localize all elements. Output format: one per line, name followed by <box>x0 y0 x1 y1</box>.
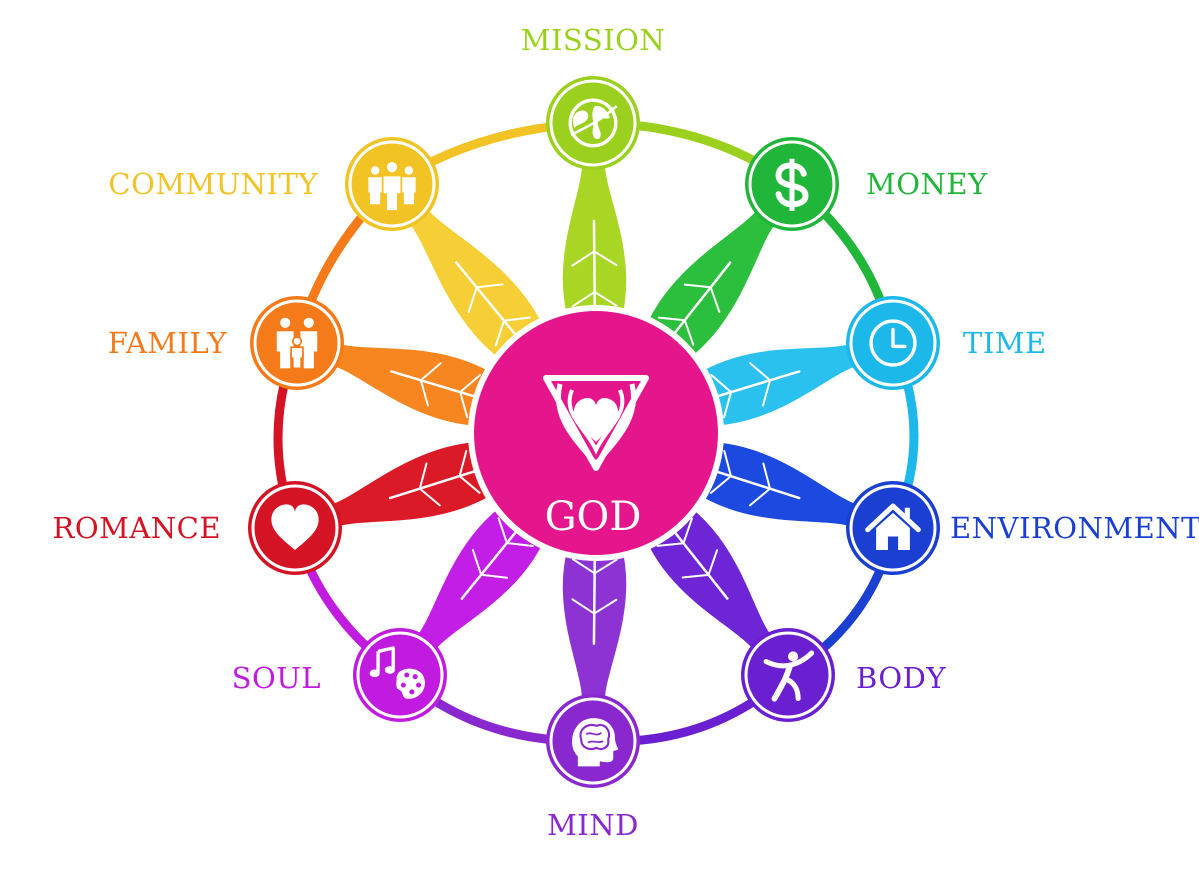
node-money[interactable] <box>745 137 839 231</box>
node-inner-ring <box>348 140 436 228</box>
petal-vein-branch <box>419 362 442 382</box>
node-layer: MISSION MONEY TIME ENVIRONMENT BODY MIND SOUL R… <box>53 23 1199 842</box>
node-romance[interactable] <box>248 481 342 575</box>
petal-vein-branch <box>709 286 721 313</box>
node-family[interactable] <box>250 296 344 390</box>
petal-vein-branch <box>709 475 732 494</box>
petal-vein-branch <box>419 379 429 407</box>
petal-vein-branch <box>762 379 772 407</box>
petal-vein-branch <box>593 250 618 267</box>
label-soul: SOUL <box>232 661 321 695</box>
node-community[interactable] <box>345 137 439 231</box>
petal-vein-branch <box>458 475 481 494</box>
petal-vein-branch <box>657 316 686 322</box>
petal-vein-branch <box>683 283 712 289</box>
label-body: BODY <box>856 661 946 695</box>
petal-vein-branch <box>459 391 469 419</box>
petal-vein-branch <box>571 558 596 575</box>
petal-vein-branch <box>571 250 596 267</box>
petal-vein-branch <box>749 362 772 382</box>
petal-vein-branch <box>710 374 733 394</box>
node-inner-ring <box>849 484 937 572</box>
label-environment: ENVIRONMENT <box>950 511 1199 545</box>
petal-vein-branch <box>593 598 618 615</box>
petal-vein-branch <box>505 541 534 547</box>
label-mind: MIND <box>547 808 639 842</box>
label-community: COMMUNITY <box>108 167 318 201</box>
node-inner-ring <box>549 697 637 785</box>
label-romance: ROMANCE <box>53 511 221 545</box>
petal-vein-branch <box>723 449 732 478</box>
node-mind[interactable] <box>546 694 640 788</box>
petal-vein-branch <box>458 449 468 478</box>
center-node[interactable]: GOD <box>468 305 724 561</box>
node-inner-ring <box>356 631 444 719</box>
center-label: GOD <box>545 494 642 540</box>
label-family: FAMILY <box>108 326 228 360</box>
node-environment[interactable] <box>846 481 940 575</box>
petal-vein-branch <box>683 319 695 346</box>
node-body[interactable] <box>741 628 835 722</box>
petal-vein-branch <box>707 549 719 576</box>
node-inner-ring <box>849 299 937 387</box>
petal-vein-branch <box>762 462 771 490</box>
petal-vein-branch <box>471 549 483 576</box>
petal-vein-branch <box>593 290 618 307</box>
node-inner-ring <box>549 79 637 167</box>
petal-vein-branch <box>571 290 596 308</box>
petal-vein-branch <box>480 573 509 579</box>
petal-vein-branch <box>459 374 481 394</box>
label-mission: MISSION <box>521 23 665 57</box>
petal-vein-branch <box>571 598 596 615</box>
petal-vein-branch <box>497 517 508 544</box>
petal-vein-branch <box>467 286 478 314</box>
petal-vein-branch <box>494 319 505 347</box>
petal-vein-branch <box>502 316 531 322</box>
label-time: TIME <box>963 326 1047 360</box>
petal-vein-branch <box>681 573 710 579</box>
petal-vein-branch <box>682 517 693 545</box>
petal-vein-branch <box>418 462 428 490</box>
petal-vein-branch <box>748 487 771 507</box>
node-soul[interactable] <box>353 628 447 722</box>
people-group-icon <box>367 160 417 212</box>
petal-vein-branch <box>475 283 504 289</box>
petal-vein-branch <box>656 542 685 547</box>
petal-vein-branch <box>418 487 441 507</box>
label-money: MONEY <box>866 167 988 201</box>
node-mission[interactable] <box>546 76 640 170</box>
node-inner-ring <box>748 140 836 228</box>
petal-vein-branch <box>723 391 733 419</box>
node-time[interactable] <box>846 296 940 390</box>
node-inner-ring <box>253 299 341 387</box>
petal-vein-branch <box>593 558 618 575</box>
node-inner-ring <box>744 631 832 719</box>
node-inner-ring <box>251 484 339 572</box>
